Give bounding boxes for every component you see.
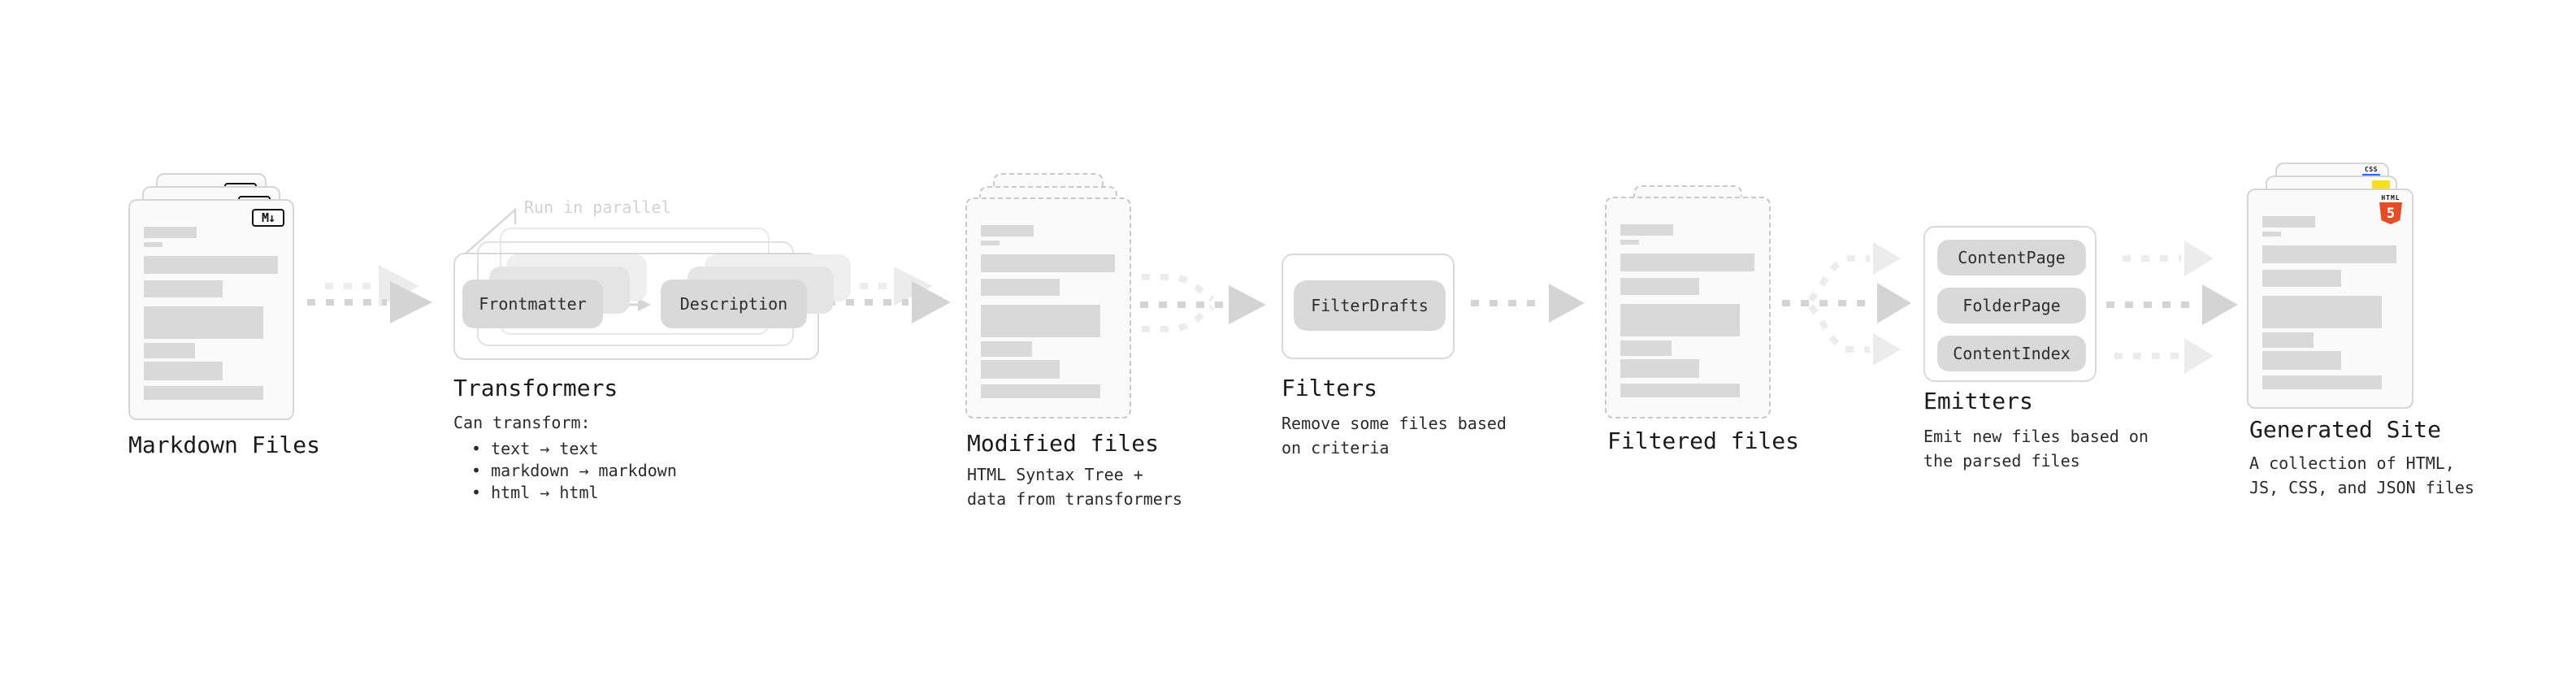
placeholder-bar	[2262, 296, 2382, 328]
transform-bullets: • text → text • markdown → markdown • ht…	[453, 438, 677, 504]
document-placeholder-lines	[2262, 216, 2396, 389]
markdown-file-card: M↓	[128, 199, 294, 420]
placeholder-bar	[1620, 340, 1672, 356]
placeholder-bar	[144, 386, 263, 400]
placeholder-bar	[144, 306, 263, 339]
transformers-group: Run in parallel Frontmatter Description	[453, 195, 851, 366]
description-pill: Description	[661, 280, 807, 328]
bullet-item: • html → html	[471, 483, 599, 502]
placeholder-bar	[981, 305, 1100, 337]
markdown-icon: M↓	[252, 209, 284, 227]
emitters-panel: ContentPage FolderPage ContentIndex	[1923, 226, 2097, 382]
placeholder-bar	[2262, 245, 2396, 263]
placeholder-bar	[981, 279, 1060, 296]
placeholder-bar	[2262, 232, 2281, 236]
arrow-markdown-to-transformers	[307, 265, 432, 323]
can-transform-title: Can transform:	[453, 413, 591, 432]
placeholder-bar	[2262, 332, 2314, 348]
generated-site-stack: CSS HTML 5	[2247, 163, 2418, 414]
modified-files-label: Modified files	[967, 430, 1160, 457]
description-line: Remove some files based	[1281, 414, 1507, 433]
filters-description: Remove some files based on criteria	[1281, 411, 1507, 460]
placeholder-bar	[2262, 270, 2341, 287]
placeholder-bar	[1620, 240, 1639, 245]
filterdrafts-pill: FilterDrafts	[1294, 280, 1446, 331]
placeholder-bar	[144, 343, 195, 358]
placeholder-bar	[1620, 304, 1740, 336]
markdown-files-stack: M↓ M↓ M↓	[128, 172, 299, 424]
bullet-item: • markdown → markdown	[471, 461, 677, 480]
placeholder-bar	[2262, 351, 2341, 370]
placeholder-bar	[1620, 384, 1740, 397]
html5-icon: HTML 5	[2379, 194, 2402, 224]
frontmatter-pill: Frontmatter	[462, 280, 603, 328]
placeholder-bar	[981, 384, 1100, 398]
arrow-filtered-to-emitters	[1782, 242, 1911, 366]
arrow-modified-to-filters	[1140, 274, 1266, 332]
placeholder-bar	[2262, 216, 2315, 228]
contentindex-pill: ContentIndex	[1937, 336, 2086, 371]
document-placeholder-lines	[144, 227, 278, 400]
html-file-card: HTML 5	[2247, 189, 2413, 409]
folderpage-pill: FolderPage	[1937, 288, 2086, 323]
document-placeholder-lines	[1620, 224, 1754, 397]
modified-files-stack	[965, 172, 1136, 424]
javascript-icon	[2372, 180, 2390, 189]
run-in-parallel-note: Run in parallel	[524, 197, 671, 217]
placeholder-bar	[1620, 254, 1754, 271]
filtered-file-card	[1605, 197, 1771, 419]
placeholder-bar	[2262, 375, 2382, 389]
placeholder-bar	[144, 242, 163, 247]
arrow-filters-to-filtered	[1471, 284, 1585, 323]
generated-site-description: A collection of HTML, JS, CSS, and JSON …	[2249, 451, 2474, 500]
placeholder-bar	[981, 225, 1034, 236]
document-placeholder-lines	[981, 225, 1115, 398]
description-line: HTML Syntax Tree +	[967, 465, 1143, 484]
filtered-files-label: Filtered files	[1607, 427, 1800, 454]
arrow-emitters-to-generated	[2106, 241, 2238, 374]
placeholder-bar	[981, 341, 1032, 357]
filters-label: Filters	[1281, 375, 1378, 401]
placeholder-bar	[1620, 359, 1699, 378]
emitters-label: Emitters	[1923, 388, 2033, 414]
transformers-label: Transformers	[453, 375, 618, 401]
placeholder-bar	[1620, 224, 1673, 236]
generated-site-label: Generated Site	[2249, 416, 2442, 443]
placeholder-bar	[1620, 278, 1699, 295]
placeholder-bar	[144, 256, 278, 274]
placeholder-bar	[144, 280, 223, 297]
modified-files-description: HTML Syntax Tree + data from transformer…	[967, 462, 1182, 511]
filters-panel: FilterDrafts	[1281, 254, 1455, 359]
placeholder-bar	[981, 241, 1000, 245]
markdown-files-label: Markdown Files	[128, 432, 321, 458]
description-line: the parsed files	[1923, 451, 2080, 471]
placeholder-bar	[981, 254, 1115, 272]
placeholder-bar	[981, 360, 1060, 379]
description-line: data from transformers	[967, 489, 1182, 509]
description-line: on criteria	[1281, 438, 1390, 458]
filtered-files-stack	[1605, 172, 1776, 424]
description-line: JS, CSS, and JSON files	[2249, 478, 2474, 497]
css-icon: CSS	[2362, 167, 2380, 176]
description-line: A collection of HTML,	[2249, 453, 2455, 473]
contentpage-pill: ContentPage	[1937, 240, 2086, 275]
emitters-description: Emit new files based on the parsed files	[1923, 424, 2149, 473]
description-line: Emit new files based on	[1923, 427, 2149, 446]
modified-file-card	[965, 197, 1131, 419]
transformers-description: Can transform: • text → text • markdown …	[453, 411, 677, 504]
placeholder-bar	[144, 362, 223, 380]
arrow-transformers-to-modified	[827, 267, 951, 323]
placeholder-bar	[144, 227, 197, 238]
bullet-item: • text → text	[471, 439, 599, 458]
run-in-parallel-callout-line	[465, 207, 517, 254]
